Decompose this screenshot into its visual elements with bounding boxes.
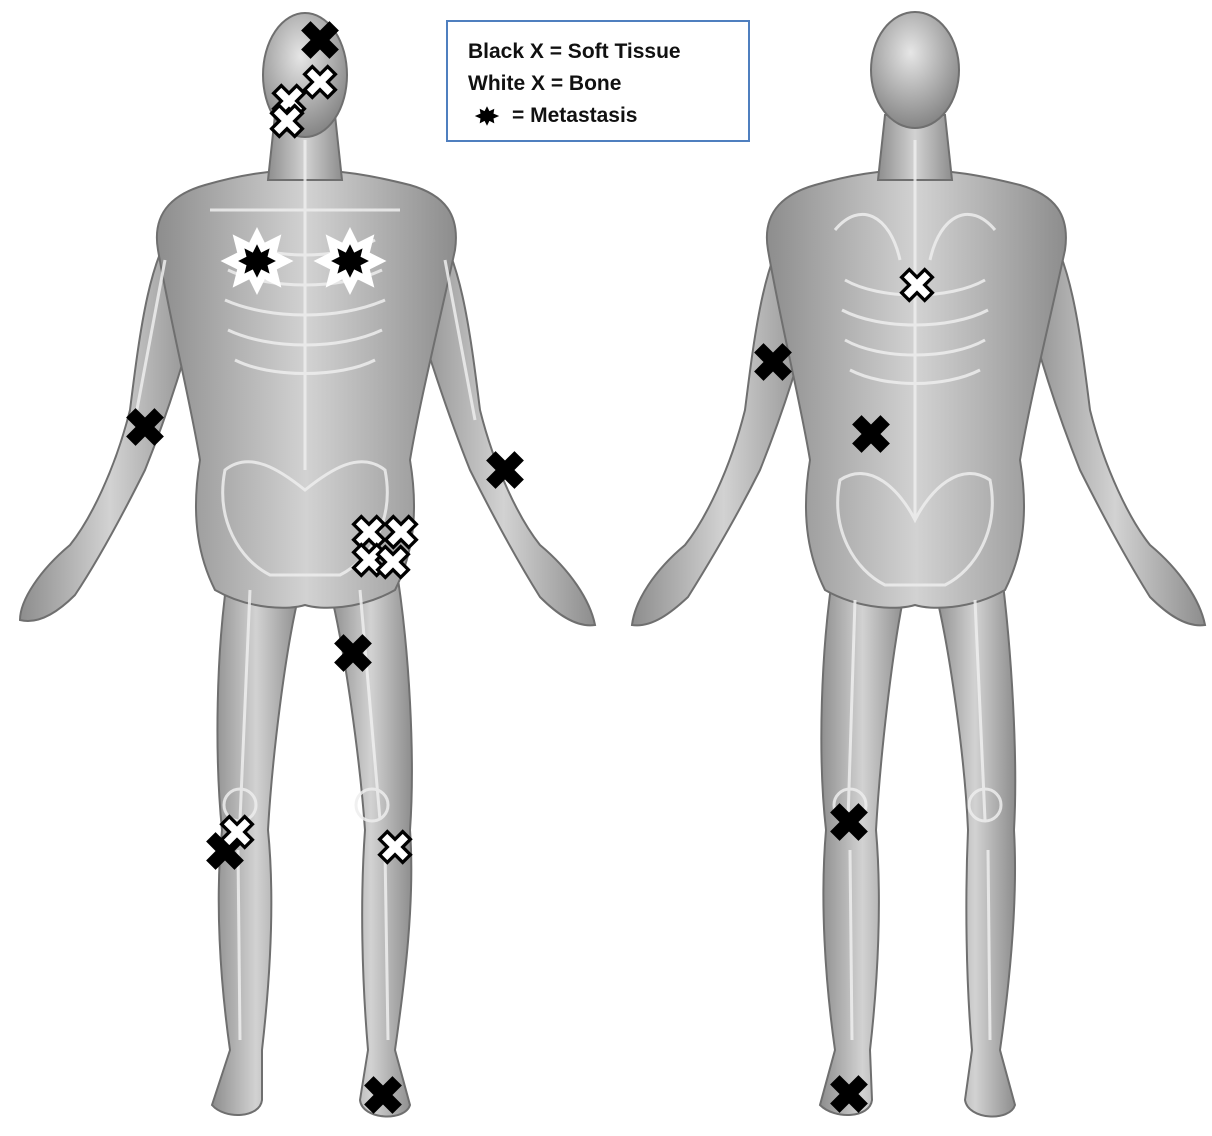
back-right-leg (935, 560, 1015, 1116)
metastasis-marker-right-chest (235, 241, 280, 281)
legend-soft-tissue-label: Black X = Soft Tissue (468, 36, 681, 68)
legend-metastasis: = Metastasis (468, 100, 730, 132)
legend-metastasis-label: = Metastasis (512, 100, 638, 132)
metastasis-burst-icon (470, 103, 504, 129)
back-left-leg (820, 560, 905, 1115)
front-body-figure (20, 13, 595, 1116)
legend-bone: White X = Bone (468, 68, 730, 100)
legend-soft-tissue: Black X = Soft Tissue (468, 36, 730, 68)
back-body-figure (632, 12, 1205, 1116)
legend-box: Black X = Soft Tissue White X = Bone = M… (446, 20, 750, 142)
metastasis-marker-left-chest (328, 241, 373, 281)
back-head (871, 12, 959, 128)
legend-bone-label: White X = Bone (468, 68, 621, 100)
